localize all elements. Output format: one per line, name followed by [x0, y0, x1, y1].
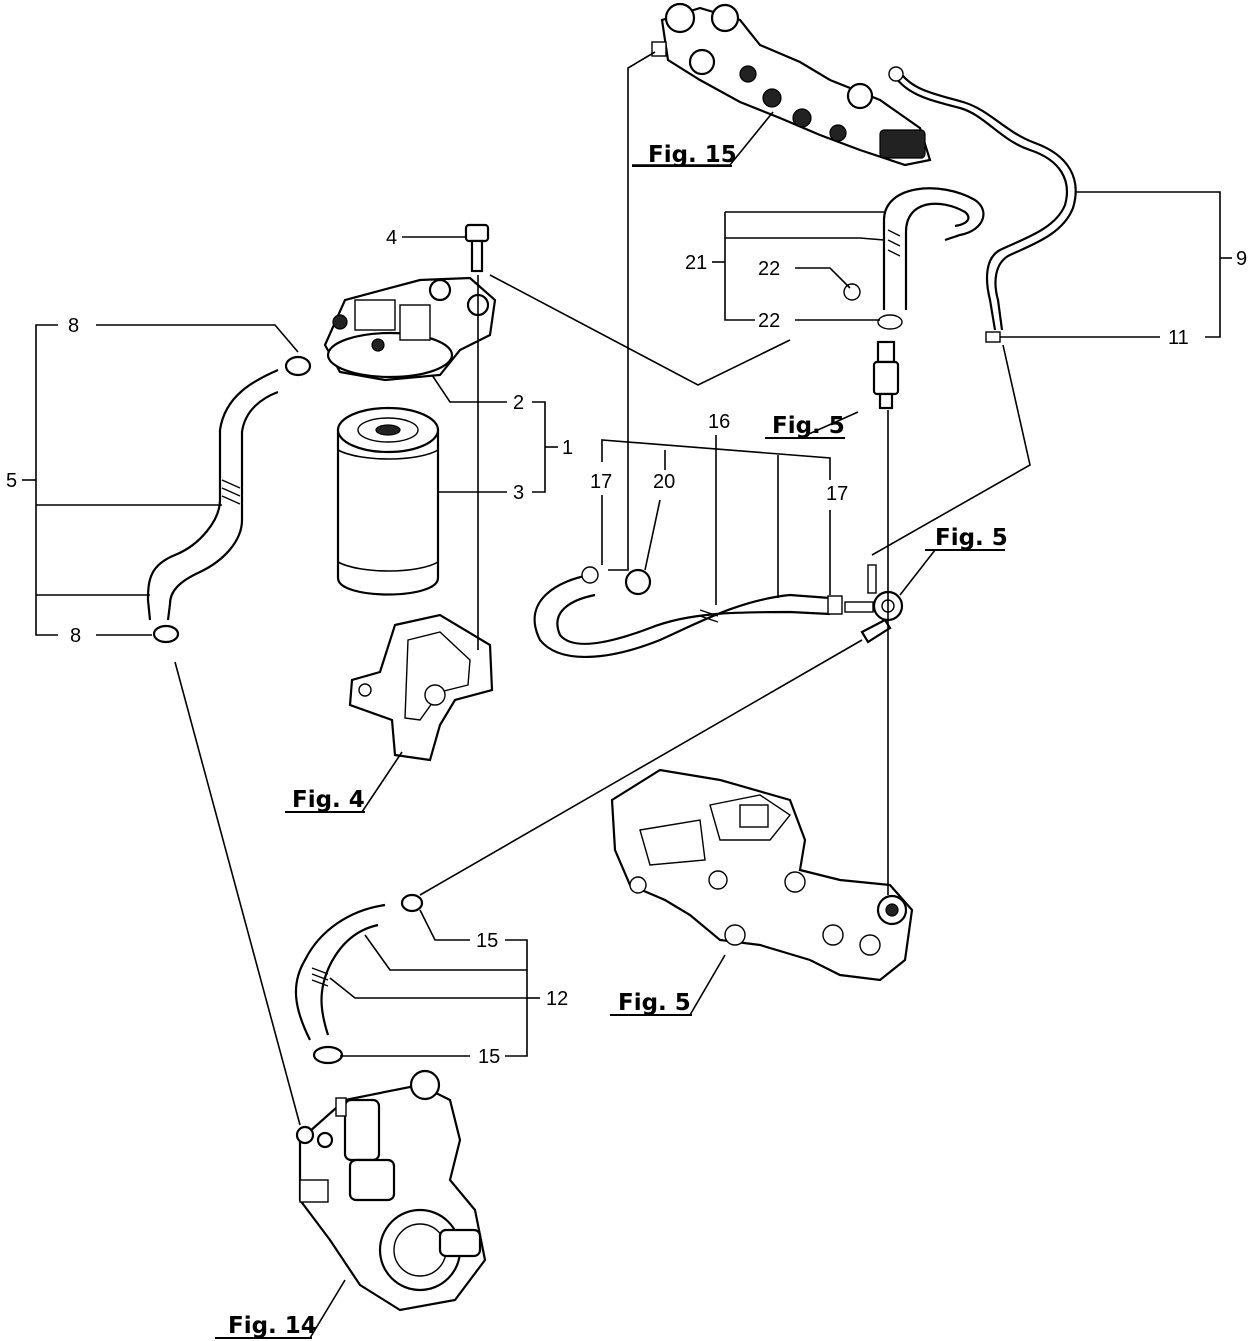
- connector-drawing: [872, 340, 900, 410]
- thermostat-housing-drawing: [610, 768, 914, 982]
- label-3: 3: [513, 482, 524, 504]
- bracket-drawing: [348, 613, 494, 762]
- return-pipe-drawing: [888, 66, 1077, 343]
- fig-5-top-ref: Fig. 5: [772, 413, 845, 439]
- label-12: 12: [546, 988, 568, 1010]
- label-22-bottom: 22: [758, 310, 780, 332]
- filter-head-drawing: [323, 276, 497, 382]
- hose-21-drawing: [843, 187, 985, 330]
- banjo-fitting-drawing: [844, 564, 904, 644]
- bolt-drawing: [464, 223, 490, 273]
- label-21: 21: [685, 252, 707, 274]
- fig-underlines: [215, 165, 1005, 1339]
- leader-lines: [22, 51, 1232, 1339]
- label-17-left: 17: [590, 471, 612, 493]
- fig-4-ref: Fig. 4: [292, 787, 365, 813]
- fig-5-right-ref: Fig. 5: [935, 525, 1008, 551]
- pump-drawing: [295, 1069, 487, 1312]
- label-17-right: 17: [826, 483, 848, 505]
- fig-14-ref: Fig. 14: [228, 1313, 317, 1339]
- label-20: 20: [653, 471, 675, 493]
- label-2: 2: [513, 392, 524, 414]
- fuel-rail-drawing: [651, 2, 932, 167]
- filter-cartridge-drawing: [336, 406, 440, 596]
- label-15-bottom: 15: [478, 1046, 500, 1068]
- label-15-top: 15: [476, 930, 498, 952]
- label-4: 4: [386, 227, 397, 249]
- label-5: 5: [6, 470, 17, 492]
- part-number-labels: 4 8 8 5 2 3 1 16 17 20 17 21 22 22 9 11 …: [6, 227, 1247, 1068]
- label-11: 11: [1168, 327, 1189, 349]
- hose-5-drawing: [146, 355, 312, 644]
- figure-reference-labels: Fig. 15 Fig. 5 Fig. 5 Fig. 4 Fig. 5 Fig.…: [228, 142, 1008, 1339]
- hose-12-drawing: [294, 893, 424, 1065]
- label-8-top: 8: [68, 315, 79, 337]
- fig-15-ref: Fig. 15: [648, 142, 737, 168]
- label-16: 16: [708, 411, 730, 433]
- fig-5-bottom-ref: Fig. 5: [618, 990, 691, 1016]
- label-9: 9: [1236, 248, 1247, 270]
- label-22-top: 22: [758, 258, 780, 280]
- label-1: 1: [562, 437, 573, 459]
- hose-16-drawing: [533, 566, 843, 658]
- label-8-bottom: 8: [70, 625, 81, 647]
